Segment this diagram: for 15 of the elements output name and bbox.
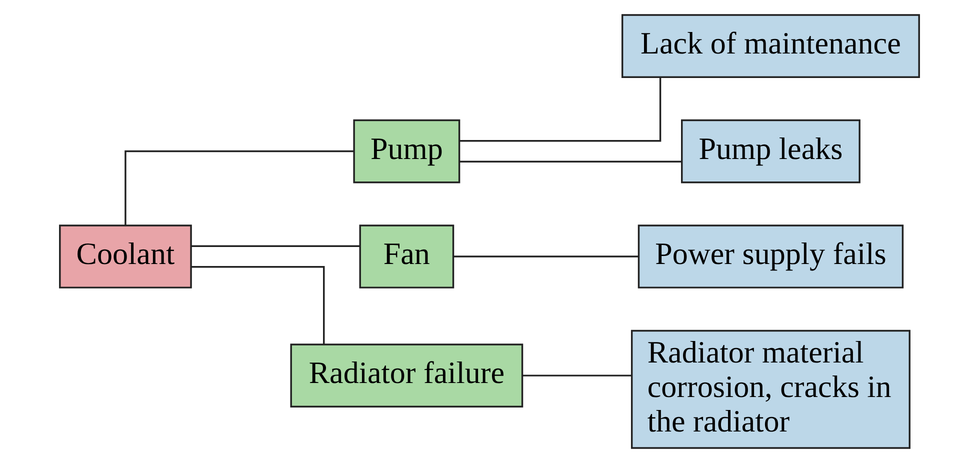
connector [124, 150, 354, 225]
node-box: Fan [359, 224, 454, 288]
node-box: Power supply fails [638, 224, 904, 288]
connector [192, 266, 325, 344]
node-box: Radiator failure [290, 344, 524, 408]
node-box: Radiator material corrosion, cracks in the radiator [630, 330, 910, 449]
connector [191, 245, 360, 248]
node-box: Pump [353, 119, 460, 184]
node-box: Coolant [59, 224, 192, 288]
connector [460, 77, 662, 142]
connector [460, 160, 682, 162]
node-box: Lack of maintenance [621, 14, 920, 78]
connector [454, 256, 639, 258]
connector [522, 374, 632, 376]
node-box: Pump leaks [681, 119, 860, 184]
